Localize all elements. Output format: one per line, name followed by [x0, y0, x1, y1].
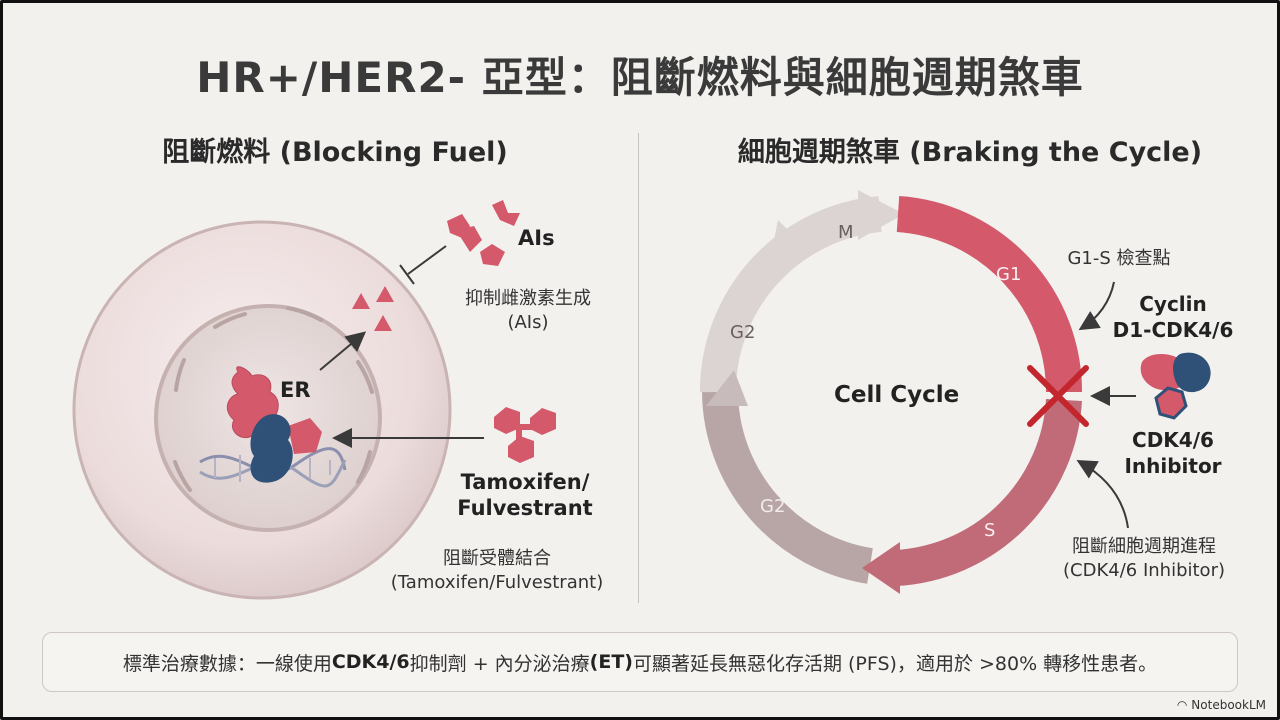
footer-bold-et: (ET): [589, 651, 633, 673]
inhibitor-caption-line1: 阻斷細胞週期進程: [1072, 536, 1216, 557]
phase-g2-bottom-label: G2: [760, 496, 786, 517]
ais-label: AIs: [518, 226, 555, 250]
ais-caption-line1: 抑制雌激素生成: [465, 288, 591, 309]
footer-prefix: 標準治療數據：一線使用: [122, 652, 332, 675]
checkpoint-block-cross-icon: [1027, 365, 1089, 427]
footer-bold-cdk: CDK4/6: [331, 651, 410, 673]
footer-mid-2: 可顯著延長無惡化存活期 (PFS)，適用於 >80% 轉移性患者。: [632, 652, 1158, 675]
ais-inhibition-line: [399, 245, 447, 285]
checkpoint-label: G1-S 檢查點: [1067, 248, 1171, 269]
er-arrow: [319, 331, 367, 371]
drug-caption-line2: (Tamoxifen/Fulvestrant): [390, 572, 604, 593]
cyclin-cdk-complex-icon: [1140, 352, 1211, 420]
phase-g1-label: G1: [996, 264, 1022, 285]
ais-caption-line2: (AIs): [507, 312, 549, 333]
cell-cycle-center-label: Cell Cycle: [834, 382, 960, 408]
cell-illustration: [72, 220, 452, 600]
phase-s-label: S: [984, 520, 996, 541]
phase-m-label: M: [838, 222, 854, 243]
column-divider: [638, 133, 639, 603]
left-heading: 阻斷燃料 (Blocking Fuel): [162, 137, 508, 168]
drug-label-line1: Tamoxifen/: [460, 470, 590, 494]
cyclin-label-line2: D1-CDK4/6: [1112, 318, 1234, 342]
tamoxifen-molecule-icon: [494, 407, 556, 463]
footer-mid-1: 抑制劑 + 內分泌治療: [409, 652, 590, 675]
cell-cycle-ring: [699, 190, 1083, 594]
inhibitor-label-line2: Inhibitor: [1124, 454, 1222, 478]
inhibitor-caption-line2: (CDK4/6 Inhibitor): [1063, 560, 1225, 581]
brand-name: NotebookLM: [1191, 698, 1266, 712]
inhibitor-caption-arrow: [1076, 460, 1129, 529]
estrogen-molecules-icon: [352, 286, 394, 331]
tamoxifen-bound-icon: [288, 418, 322, 454]
phase-g2-top-label: G2: [730, 322, 756, 343]
right-heading: 細胞週期煞車 (Braking the Cycle): [737, 137, 1203, 168]
footer-note: 標準治療數據：一線使用 CDK4/6 抑制劑 + 內分泌治療 (ET) 可顯著延…: [42, 632, 1238, 692]
er-label: ER: [280, 378, 311, 402]
receptor-blue-domain-icon: [250, 414, 293, 483]
checkpoint-arrow: [1078, 281, 1115, 331]
drug-label-line2: Fulvestrant: [457, 496, 593, 520]
drug-caption-line1: 阻斷受體結合: [443, 548, 551, 569]
cyclin-label-line1: Cyclin: [1139, 292, 1207, 316]
aromatase-inhibitor-molecules-icon: [447, 200, 520, 266]
inhibitor-label-line1: CDK4/6: [1132, 428, 1214, 452]
brand-badge: ◠ NotebookLM: [1177, 698, 1266, 712]
notebooklm-logo-icon: ◠: [1176, 698, 1188, 712]
slide-title: HR+/HER2- 亞型：阻斷燃料與細胞週期煞車: [196, 53, 1084, 102]
